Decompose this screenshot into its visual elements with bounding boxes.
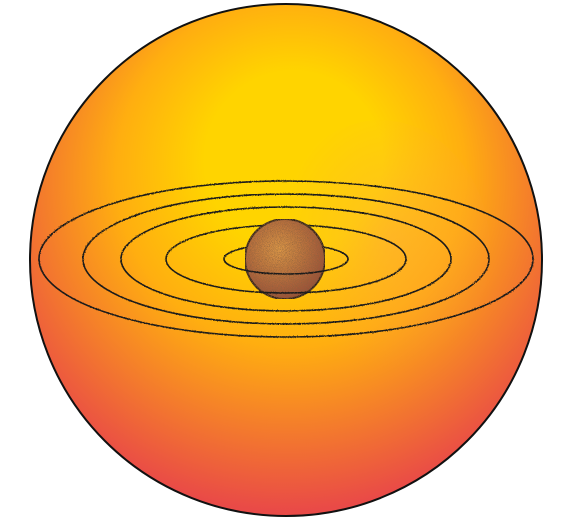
orbit-ring-front-4 xyxy=(82,258,490,325)
orbit-ring-front-3 xyxy=(120,258,452,312)
orbit-ring-front-1 xyxy=(223,258,349,275)
orbit-ring-front-2 xyxy=(165,258,407,294)
orbit-ring-front-5 xyxy=(38,258,534,338)
orbit-rings-front xyxy=(38,258,534,338)
sphere-shading xyxy=(270,120,490,380)
orbit-ring-back-5 xyxy=(38,180,534,260)
orbit-ring-back-4 xyxy=(82,193,490,260)
central-body xyxy=(244,218,326,300)
orbit-ring-back-3 xyxy=(120,206,452,260)
planet-icon xyxy=(244,218,326,300)
